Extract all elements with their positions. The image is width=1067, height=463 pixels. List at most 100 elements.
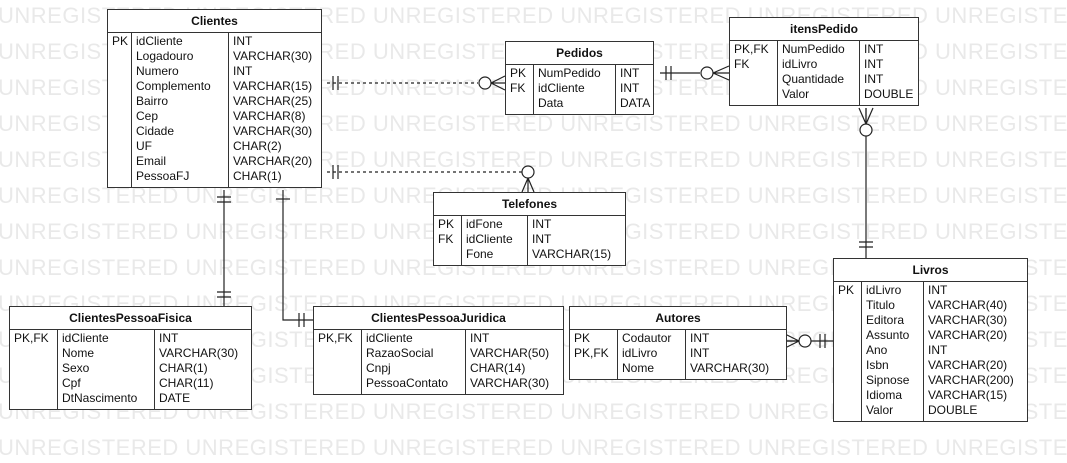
entity-title: itensPedido [730,18,918,41]
attribute-name: PessoaContato [366,376,449,390]
attribute-key [838,343,858,358]
rel-clientes-pessoajuridica[interactable] [276,190,313,327]
rel-autores-livros[interactable] [784,333,833,349]
attribute-key [112,109,128,124]
attribute-type: INT [620,81,640,95]
attribute-name: Cidade [136,124,175,138]
attribute-key [574,361,614,376]
rel-clientes-pessoafisica[interactable] [217,190,231,306]
attribute-key [510,96,530,111]
rel-clientes-pedidos[interactable] [327,75,506,91]
attribute-key: PK [438,217,455,231]
attribute-key [838,298,858,313]
attribute-key [838,388,858,403]
attribute-key: PK [838,283,855,297]
attribute-type: VARCHAR(30) [233,124,313,138]
attribute-name: idCliente [538,81,585,95]
attribute-key: FK [438,232,454,246]
rel-itenspedido-livros[interactable] [858,107,874,258]
attribute-name: Numero [136,64,179,78]
attribute-column-keys: PK [108,33,132,187]
attribute-type: CHAR(2) [233,139,282,153]
entity-title: Pedidos [506,42,653,65]
attribute-name: Titulo [866,298,895,312]
attribute-type: INT [864,42,884,56]
attribute-type: DATA [620,96,651,110]
attribute-name: Sexo [62,361,90,375]
attribute-name: Cnpj [366,361,391,375]
attribute-type: VARCHAR(15) [928,388,1008,402]
attribute-name: Bairro [136,94,169,108]
attribute-type: VARCHAR(20) [928,328,1008,342]
attribute-type: CHAR(1) [233,169,282,183]
attribute-type: INT [470,331,490,345]
attribute-name: Data [538,96,564,110]
attribute-type: INT [233,64,253,78]
attribute-type: INT [532,217,552,231]
attribute-key [112,154,128,169]
attribute-type: INT [690,331,710,345]
rel-clientes-telefones[interactable] [327,165,535,193]
attribute-name: Ano [866,343,888,357]
attribute-key [734,72,774,87]
attribute-type: VARCHAR(20) [928,358,1008,372]
attribute-key [14,391,54,406]
attribute-column-keys: PK,FK [10,330,58,409]
attribute-type: VARCHAR(30) [690,361,770,375]
attribute-key [14,346,54,361]
attribute-type: DOUBLE [864,87,914,101]
attribute-type: VARCHAR(30) [159,346,239,360]
attribute-name: Valor [866,403,894,417]
attribute-type: VARCHAR(40) [928,298,1008,312]
attribute-key: PK,FK [318,331,353,345]
attribute-key: PK [510,66,527,80]
attribute-name: Sipnose [866,373,910,387]
attribute-key [838,328,858,343]
attribute-key [838,373,858,388]
attribute-column-keys: PK,FK [314,330,362,394]
attribute-name: idLivro [622,346,658,360]
attribute-name: Idioma [866,388,903,402]
attribute-type: CHAR(14) [470,361,526,375]
attribute-name: DtNascimento [62,391,138,405]
entity-title: Clientes [108,10,321,33]
attribute-key: PK [112,34,129,48]
attribute-column-keys: PK [834,282,862,421]
attribute-name: Email [136,154,167,168]
attribute-key [112,94,128,109]
attribute-key: FK [734,57,750,71]
rel-pedidos-itenspedido[interactable] [660,65,730,81]
attribute-key: PK,FK [574,346,609,360]
entity-title: Telefones [434,193,625,216]
attribute-key [318,361,358,376]
attribute-name: Codautor [622,331,672,345]
